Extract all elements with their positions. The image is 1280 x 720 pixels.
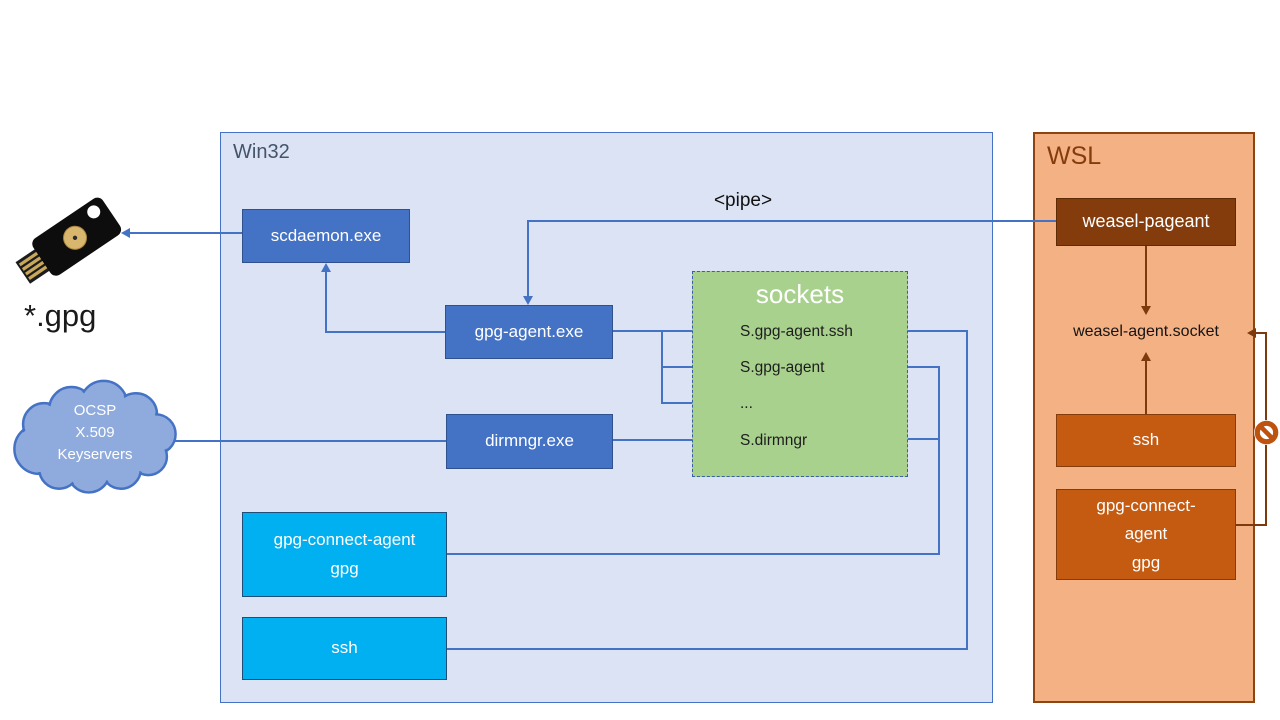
connector-ssh-outer-bottom bbox=[447, 648, 967, 650]
socket-item-sdirmngr: S.dirmngr bbox=[740, 432, 808, 449]
arrowhead-to-yubikey bbox=[121, 228, 130, 238]
ssh-win32-box: ssh bbox=[242, 617, 447, 680]
socket-item-sgpgagentssh: S.gpg-agent.ssh bbox=[740, 323, 853, 340]
ssh-wsl-box: ssh bbox=[1056, 414, 1236, 467]
connector-inner-to-sgpgagent bbox=[904, 366, 939, 368]
dirmngr-label: dirmngr.exe bbox=[485, 431, 574, 451]
win32-label: Win32 bbox=[233, 141, 290, 163]
arrowhead-wslssh-to-socket bbox=[1141, 352, 1151, 361]
connector-inner-to-sdirmngr bbox=[902, 438, 939, 440]
sockets-title: sockets bbox=[755, 279, 845, 309]
gpg-connect-agent-label-line1: gpg-connect-agent bbox=[273, 530, 416, 550]
scdaemon-label: scdaemon.exe bbox=[270, 225, 382, 245]
connector-pageant-to-socket bbox=[1145, 246, 1147, 306]
connector-wslssh-to-socket bbox=[1145, 361, 1147, 414]
connector-pipe-v bbox=[527, 220, 529, 296]
gpg-connect-wsl-label-line1: gpg-connect- bbox=[1096, 496, 1196, 516]
connector-scdaemon-to-yubikey bbox=[130, 232, 242, 234]
weasel-agent-socket-label: weasel-agent.socket bbox=[1073, 323, 1219, 340]
connector-gpgagent-to-scdaemon-v bbox=[325, 272, 327, 332]
connector-ssh-outer-top bbox=[901, 330, 967, 332]
gpg-connect-wsl-label-line2: agent bbox=[1124, 524, 1168, 544]
dirmngr-box: dirmngr.exe bbox=[446, 414, 613, 469]
connector-wslgpgconnect-top bbox=[1256, 332, 1266, 334]
ssh-win32-label: ssh bbox=[331, 638, 358, 658]
arrowhead-to-gpgagent bbox=[523, 296, 533, 305]
weasel-pageant-box: weasel-pageant bbox=[1056, 198, 1236, 246]
cloud-label: OCSP X.509 Keyservers bbox=[24, 400, 166, 466]
connector-gpgagent-to-ellipsis bbox=[661, 402, 705, 404]
socket-item-sgpgagent: S.gpg-agent bbox=[740, 359, 825, 376]
connector-gpgconnect-inner-v bbox=[938, 366, 940, 555]
no-entry-icon bbox=[1254, 420, 1279, 445]
ssh-wsl-label: ssh bbox=[1132, 430, 1160, 450]
cloud-label-line1: OCSP bbox=[73, 402, 117, 419]
connector-gpgagent-to-sgpgagent bbox=[661, 366, 705, 368]
sockets-box: sockets S.gpg-agent.ssh S.gpg-agent ... … bbox=[692, 271, 908, 477]
gpg-connect-agent-label-line2: gpg bbox=[330, 558, 359, 578]
connector-gpgagent-to-sgpgagentssh bbox=[613, 330, 705, 332]
scdaemon-box: scdaemon.exe bbox=[242, 209, 410, 263]
arrowhead-pageant-to-socket bbox=[1141, 306, 1151, 315]
gpg-agent-label: gpg-agent.exe bbox=[474, 321, 584, 341]
weasel-pageant-label: weasel-pageant bbox=[1082, 211, 1210, 232]
arrowhead-to-scdaemon bbox=[321, 263, 331, 272]
connector-gpgconnect-inner-bottom bbox=[447, 553, 940, 555]
cloud-icon bbox=[13, 379, 177, 494]
gpg-connect-wsl-label-line3: gpg bbox=[1131, 552, 1161, 572]
socket-item-ellipsis: ... bbox=[740, 395, 753, 412]
gpg-connect-wsl-box: gpg-connect- agent gpg bbox=[1056, 489, 1236, 580]
connector-dirmngr-to-sdirmngr bbox=[613, 439, 705, 441]
yubikey-icon bbox=[15, 197, 122, 284]
gpg-agent-box: gpg-agent.exe bbox=[445, 305, 613, 359]
cloud-label-line2: X.509 bbox=[75, 424, 115, 441]
gpg-files-label: *.gpg bbox=[24, 298, 97, 333]
cloud-label-line3: Keyservers bbox=[57, 446, 133, 463]
connector-pipe-h bbox=[527, 220, 1056, 222]
gpg-connect-agent-box: gpg-connect-agent gpg bbox=[242, 512, 447, 597]
pipe-label: <pipe> bbox=[713, 190, 773, 211]
connector-wslgpgconnect-bottom bbox=[1236, 524, 1267, 526]
connector-gpgagent-to-scdaemon-h bbox=[325, 331, 445, 333]
connector-ssh-outer-v bbox=[966, 330, 968, 650]
connector-dirmngr-to-cloud bbox=[172, 440, 446, 442]
wsl-label: WSL bbox=[1047, 142, 1102, 170]
arrowhead-wslgpgconnect-to-socket bbox=[1247, 328, 1256, 338]
